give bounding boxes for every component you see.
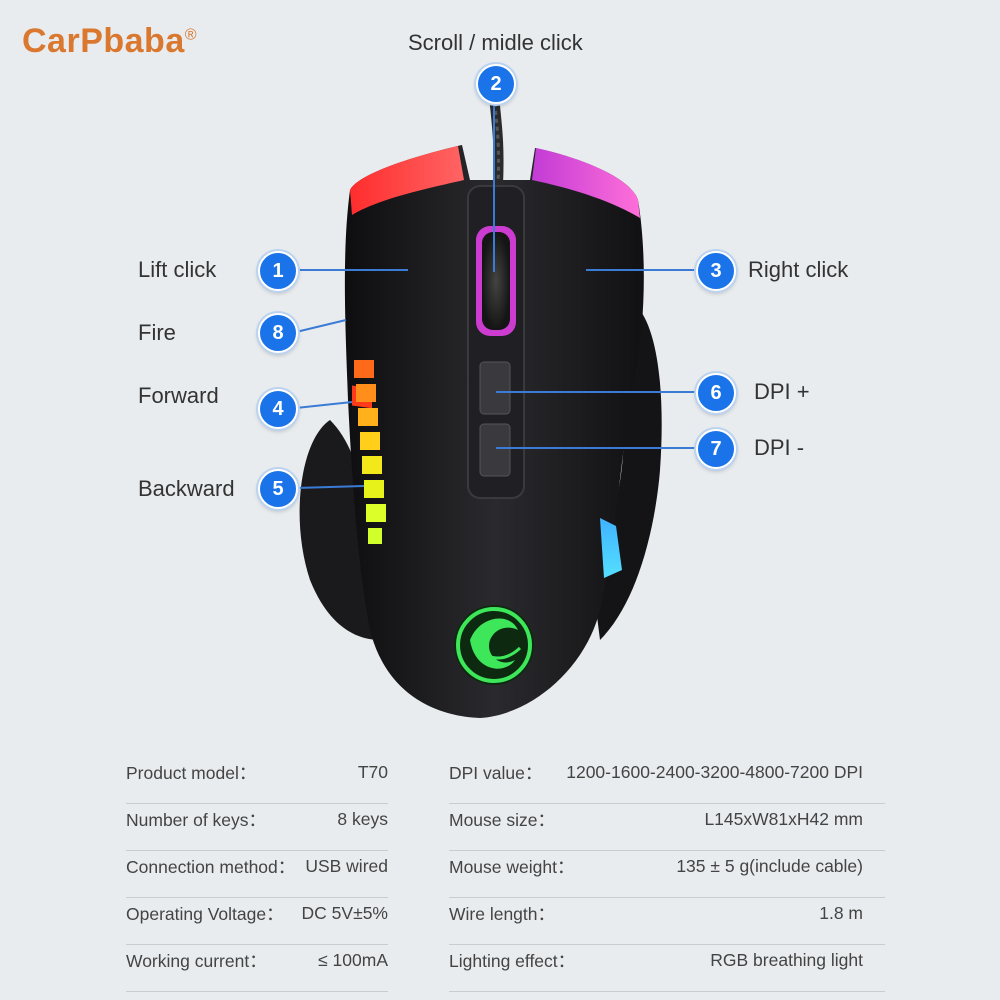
spec-key: Operating Voltage：	[126, 904, 284, 924]
spec-key: Lighting effect：	[449, 951, 576, 971]
dpi-minus-button	[479, 423, 511, 477]
spec-value: L145xW81xH42 mm	[704, 809, 863, 829]
spec-key: Working current：	[126, 951, 267, 971]
callout-label-3: Right click	[748, 257, 849, 282]
callout-badge-1: 1	[258, 251, 298, 291]
callout-label-1: Lift click	[138, 257, 217, 282]
callout-label-8: Fire	[138, 320, 176, 345]
spec-key: Mouse size：	[449, 810, 556, 830]
spec-value: ≤ 100mA	[318, 950, 388, 970]
callout-badge-4: 4	[258, 389, 298, 429]
spec-value: T70	[357, 762, 388, 782]
callout-badge-2: 2	[476, 64, 516, 104]
spec-row: Mouse size： L145xW81xH42 mm	[449, 803, 885, 851]
callout-label-5: Backward	[138, 476, 235, 501]
callout-label-6: DPI +	[754, 379, 810, 404]
callout-label-2: Scroll / midle click	[408, 30, 583, 55]
spec-value: 1200-1600-2400-3200-4800-7200 DPI	[566, 762, 863, 782]
spec-value: RGB breathing light	[710, 950, 863, 970]
spec-row: Number of keys： 8 keys	[126, 803, 388, 851]
callout-badge-3: 3	[696, 251, 736, 291]
callout-badge-7: 7	[696, 429, 736, 469]
spec-key: Wire length：	[449, 904, 556, 924]
spec-row: DPI value： 1200-1600-2400-3200-4800-7200…	[449, 756, 885, 804]
spec-key: Number of keys：	[126, 810, 267, 830]
spec-row: Operating Voltage： DC 5V±5%	[126, 897, 388, 945]
spec-row: Lighting effect： RGB breathing light	[449, 944, 885, 992]
mouse-illustration	[295, 94, 698, 718]
side-buttons	[352, 360, 386, 544]
leader-5	[295, 485, 365, 489]
scroll-wheel	[482, 232, 510, 330]
leader-8	[295, 319, 347, 333]
dpi-plus-button	[479, 361, 511, 415]
callout-label-7: DPI -	[754, 435, 805, 460]
spec-value: 8 keys	[337, 809, 388, 829]
spec-value: USB wired	[305, 856, 388, 876]
left-grip	[299, 420, 380, 640]
spec-row: Connection method： USB wired	[126, 850, 388, 898]
spec-key: Mouse weight：	[449, 857, 575, 877]
spec-row: Wire length： 1.8 m	[449, 897, 885, 945]
callout-badge-8: 8	[258, 313, 298, 353]
spec-value: 1.8 m	[819, 903, 863, 923]
spec-key: Connection method：	[126, 857, 296, 877]
callout-badge-5: 5	[258, 469, 298, 509]
spec-value: 135 ± 5 g(include cable)	[676, 856, 863, 876]
spec-key: DPI value：	[449, 763, 543, 783]
dragon-logo	[454, 605, 534, 685]
right-led-accent	[600, 518, 622, 578]
right-led-strip	[532, 148, 640, 218]
spec-row: Product model： T70	[126, 756, 388, 804]
spec-row: Mouse weight： 135 ± 5 g(include cable)	[449, 850, 885, 898]
left-led-strip	[350, 146, 464, 215]
brand-logo: CarPbaba®	[22, 22, 197, 61]
spec-value: DC 5V±5%	[301, 903, 388, 923]
registered-mark: ®	[184, 26, 198, 44]
spec-key: Product model：	[126, 763, 257, 783]
callout-badge-6: 6	[696, 373, 736, 413]
brand-name: CarPbaba	[22, 22, 185, 60]
callout-label-4: Forward	[138, 383, 219, 408]
spec-row: Working current： ≤ 100mA	[126, 944, 388, 992]
leader-4	[295, 401, 353, 409]
